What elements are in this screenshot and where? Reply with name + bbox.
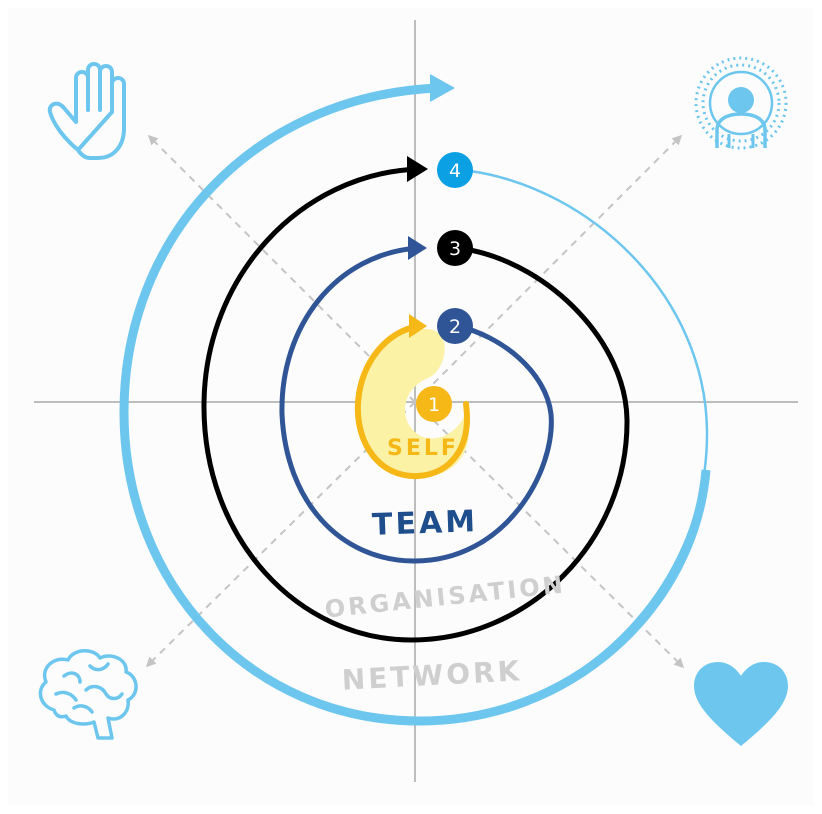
self-spiral bbox=[354, 314, 470, 480]
organisation-thin-arc bbox=[469, 249, 628, 421]
network-spiral bbox=[119, 74, 711, 726]
diagonal-arrow-bottom-left bbox=[145, 401, 416, 668]
team-label: TEAM bbox=[371, 504, 478, 543]
self-fill bbox=[357, 328, 469, 478]
step-badge-2: 2 bbox=[437, 308, 473, 344]
network-arc bbox=[119, 83, 711, 726]
diagonal-arrow-top-right bbox=[414, 134, 683, 403]
hand-icon bbox=[47, 62, 126, 160]
step-number-2: 2 bbox=[449, 316, 461, 338]
team-connector bbox=[467, 329, 552, 415]
organisation-arrowhead bbox=[407, 156, 428, 182]
team-arrowhead bbox=[408, 236, 427, 260]
self-label: SELF bbox=[387, 436, 459, 461]
step-badge-1: 1 bbox=[416, 386, 452, 422]
self-arrowhead bbox=[409, 314, 427, 338]
heart-icon bbox=[694, 662, 788, 746]
step-number-3: 3 bbox=[449, 238, 461, 260]
team-arc bbox=[279, 245, 554, 564]
step-number-1: 1 bbox=[428, 394, 440, 416]
step-badge-4: 4 bbox=[437, 152, 473, 188]
step-number-4: 4 bbox=[449, 160, 461, 182]
step-badge-3: 3 bbox=[437, 230, 473, 266]
team-spiral bbox=[279, 236, 554, 564]
brain-icon bbox=[38, 649, 138, 740]
diagonal-arrow-top-left bbox=[147, 134, 416, 403]
person-radiating-icon bbox=[694, 56, 788, 150]
organisation-spiral bbox=[201, 156, 630, 643]
self-arc bbox=[354, 323, 470, 480]
network-arrowhead bbox=[430, 74, 455, 102]
